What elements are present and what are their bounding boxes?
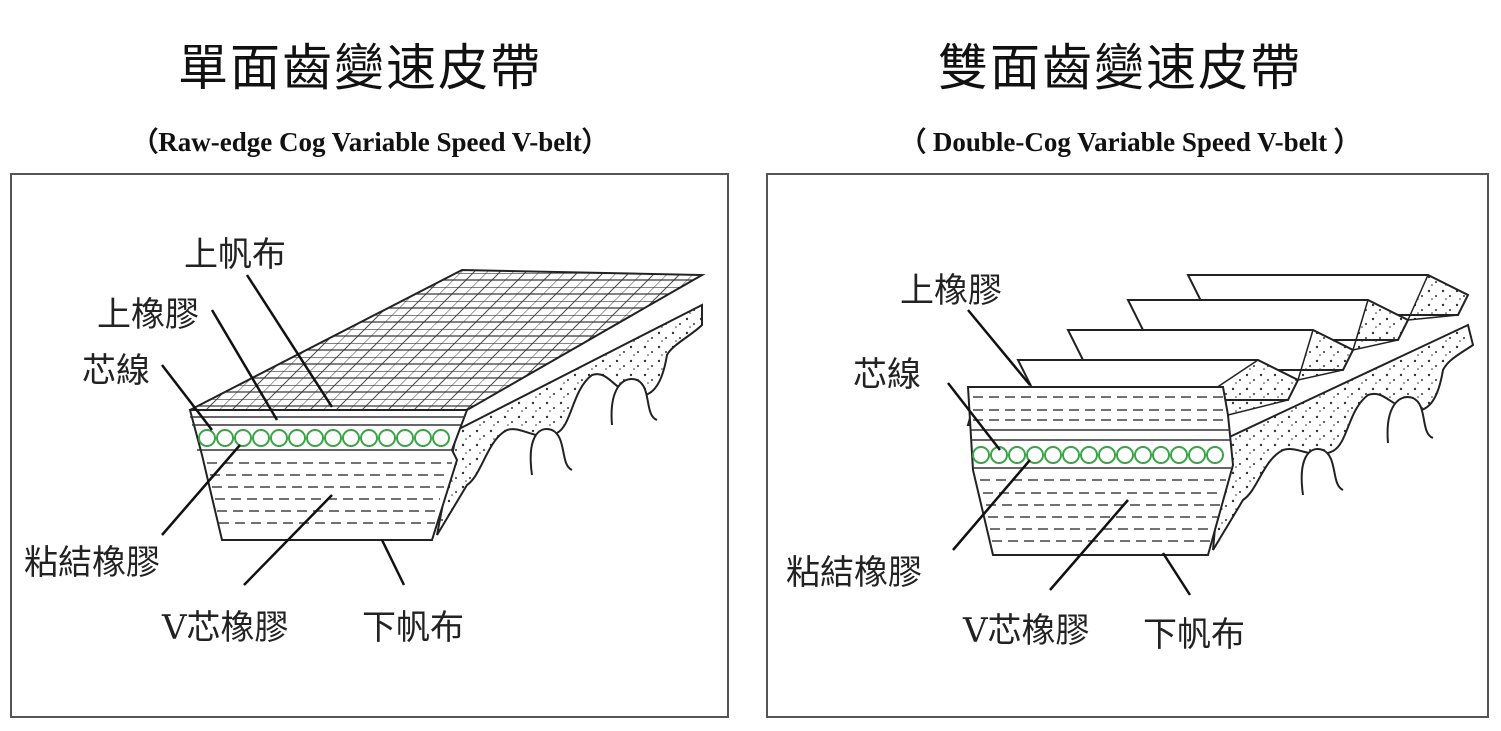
label-bottom-canvas: 下帆布: [1143, 615, 1245, 655]
label-top-rubber: 上橡膠: [900, 271, 1002, 311]
double-cog-belt-illustration: [947, 273, 1475, 596]
label-adhesion-rubber: 粘結橡膠: [24, 543, 160, 583]
right-panel-title: 雙面齒變速皮帶: [938, 39, 1302, 97]
right-diagram-frame: 上橡膠 芯線 粘結橡膠 V芯橡膠 下帆布: [766, 173, 1489, 718]
cord-row: [198, 429, 450, 447]
label-v-core-rubber: V芯橡膠: [963, 611, 1090, 651]
left-panel-title: 單面齒變速皮帶: [178, 39, 542, 97]
cord-row: [972, 446, 1224, 464]
label-bottom-canvas: 下帆布: [362, 608, 464, 648]
label-cord: 芯線: [853, 355, 921, 395]
label-top-canvas: 上帆布: [184, 235, 286, 275]
label-v-core-rubber: V芯橡膠: [162, 608, 289, 648]
left-diagram-frame: 上帆布 上橡膠 芯線 粘結橡膠 V芯橡膠 下帆布: [10, 173, 729, 718]
label-top-rubber: 上橡膠: [97, 295, 199, 335]
label-adhesion-rubber: 粘結橡膠: [786, 553, 922, 593]
right-panel-subtitle: （ Double-Cog Variable Speed V-belt ）: [899, 127, 1361, 157]
label-cord: 芯線: [82, 351, 150, 391]
raw-edge-cog-belt-illustration: [161, 268, 706, 586]
left-panel-subtitle: （Raw-edge Cog Variable Speed V-belt）: [131, 127, 609, 157]
